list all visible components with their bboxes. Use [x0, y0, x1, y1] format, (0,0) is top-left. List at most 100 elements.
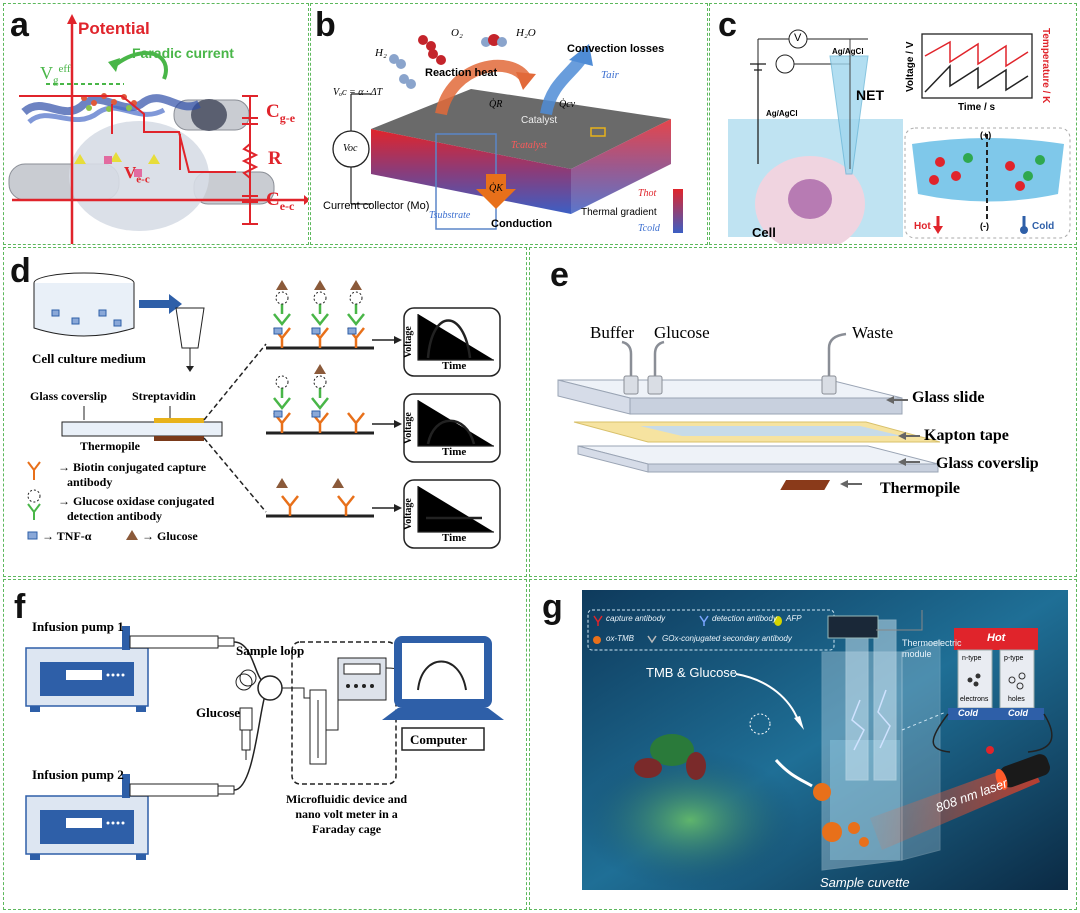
tcatalyst-label: Tcatalyst	[511, 140, 547, 151]
te-cold-label-1: Cold	[958, 708, 978, 718]
panel-f-label: f	[14, 588, 26, 626]
panel-c: c V Ag/AgCl Ag/AgCl NET Cell Voltage / V…	[709, 3, 1077, 245]
tcold-label: Tcold	[638, 223, 660, 234]
h2o-label: H₂O	[516, 27, 536, 39]
te-cold-label-2: Cold	[1008, 708, 1028, 718]
panel-b: b H₂ O₂ H₂O Reaction heat Convection los…	[310, 3, 708, 245]
cold-label: Cold	[1032, 221, 1055, 232]
current-collector-label: Current collector (Mo)	[323, 200, 430, 212]
graph3-voltage: Voltage	[403, 498, 414, 530]
panel-c-illustration	[728, 29, 1071, 244]
graph2-voltage: Voltage	[403, 412, 414, 444]
h2-label: H₂	[375, 47, 387, 59]
cge-label: Cg-e	[266, 101, 296, 125]
te-electrons-label: electrons	[960, 696, 989, 703]
tsubstrate-label: Tsubstrate	[429, 210, 471, 221]
legend-gox: GOx-conjugated secondary antibody	[662, 634, 792, 643]
o2-label: O₂	[451, 27, 463, 39]
agcl-label-2: Ag/AgCl	[832, 47, 864, 56]
legend-tnf: → TNF-α	[42, 529, 92, 543]
graph2-time: Time	[442, 446, 467, 458]
agcl-label-1: Ag/AgCl	[766, 109, 798, 118]
glucose-label: Glucose	[196, 705, 241, 720]
legend-capture: capture antibody	[606, 614, 666, 623]
pump1-label: Infusion pump 1	[32, 619, 124, 634]
te-ptype-label: p-type	[1004, 655, 1024, 662]
legend-glucose: → Glucose	[142, 529, 198, 543]
minus-label: (-)	[980, 221, 989, 231]
vec-label: Ve-c	[124, 163, 150, 186]
graph3-time: Time	[442, 532, 467, 544]
thermopile-label: Thermopile	[880, 480, 960, 497]
r-label: R	[268, 148, 282, 169]
glass-coverslip-label: Glass coverslip	[30, 389, 107, 403]
waste-label: Waste	[852, 323, 894, 342]
legend-detection: → Glucose oxidase conjugated detection a…	[58, 494, 215, 523]
thermopile-label: Thermopile	[80, 439, 140, 453]
voltmeter-label: V	[794, 32, 802, 44]
thermal-gradient-label: Thermal gradient	[581, 207, 657, 218]
panel-e-illustration	[557, 332, 941, 490]
panel-a-label: a	[10, 6, 29, 44]
sample-cuvette-label: Sample cuvette	[820, 875, 910, 890]
convection-losses-label: Convection losses	[567, 43, 665, 55]
voltage-axis-label: Voltage / V	[905, 41, 916, 92]
panel-a: a Potential Vgeff Faradic current Ve-c C…	[3, 3, 309, 245]
tmb-glucose-label: TMB & Glucose	[646, 665, 738, 680]
legend-detection: detection antibody	[712, 614, 777, 623]
panel-a-illustration	[8, 14, 308, 244]
temperature-axis-label: Temperature / K	[1040, 28, 1051, 104]
legend-afp: AFP	[786, 614, 802, 623]
panel-d-label: d	[10, 252, 31, 290]
vg-eff-label: Vgeff	[40, 63, 71, 87]
glass-slide-label: Glass slide	[912, 389, 985, 406]
faradic-current-label: Faradic current	[132, 45, 234, 61]
computer-label: Computer	[410, 732, 468, 747]
panel-e: e Buffer Glucose Waste Glass slide Kapto…	[529, 247, 1077, 577]
sample-loop-label: Sample loop	[236, 643, 305, 658]
tair-label: Tair	[601, 69, 619, 81]
panel-c-label: c	[718, 6, 737, 44]
panel-g: g capture antibody detection antibody AF…	[529, 579, 1077, 910]
cell-label: Cell	[752, 225, 776, 240]
glass-coverslip-label: Glass coverslip	[936, 455, 1039, 472]
cec-label: Ce-c	[266, 189, 295, 213]
panel-b-illustration	[332, 34, 683, 233]
glucose-label: Glucose	[654, 323, 710, 342]
panel-f-illustration	[25, 626, 504, 860]
voc-meter-label: Voc	[343, 143, 358, 154]
te-ntype-label: n-type	[962, 655, 982, 662]
thot-label: Thot	[638, 188, 657, 199]
te-hot-label: Hot	[987, 632, 1006, 644]
legend-capture: → Biotin conjugated capture antibody	[58, 460, 207, 489]
graph1-voltage: Voltage	[403, 326, 414, 358]
panel-g-illustration	[580, 590, 1068, 890]
reaction-heat-label: Reaction heat	[425, 67, 498, 79]
graph1-time: Time	[442, 360, 467, 372]
legend-oxtmb: ox-TMB	[606, 634, 634, 643]
cell-culture-label: Cell culture medium	[32, 351, 146, 366]
pump2-label: Infusion pump 2	[32, 767, 124, 782]
hot-label: Hot	[914, 221, 931, 232]
qk-label: Q̇K	[489, 183, 503, 194]
panel-e-label: e	[550, 256, 569, 294]
panel-g-label: g	[542, 588, 563, 626]
catalyst-label: Catalyst	[521, 115, 558, 126]
panel-f: f Infusion pump 1 Infusion pump 2 Sample…	[3, 579, 527, 910]
plus-label: (+)	[980, 130, 992, 140]
panel-d-illustration	[27, 272, 501, 549]
buffer-label: Buffer	[590, 323, 635, 342]
net-label: NET	[856, 87, 884, 103]
qr-label: Q̇R	[489, 99, 503, 110]
time-axis-label: Time / s	[958, 102, 996, 113]
qcv-label: Q̇cv	[559, 99, 576, 110]
voc-equation: Vₒᴄ = α · ΔT	[333, 87, 383, 98]
kapton-tape-label: Kapton tape	[924, 427, 1009, 444]
streptavidin-label: Streptavidin	[132, 389, 196, 403]
conduction-label: Conduction	[491, 218, 553, 230]
panel-d: d Cell culture medium Glass coverslip St…	[3, 247, 527, 577]
te-holes-label: holes	[1008, 696, 1025, 703]
panel-b-label: b	[315, 6, 336, 44]
